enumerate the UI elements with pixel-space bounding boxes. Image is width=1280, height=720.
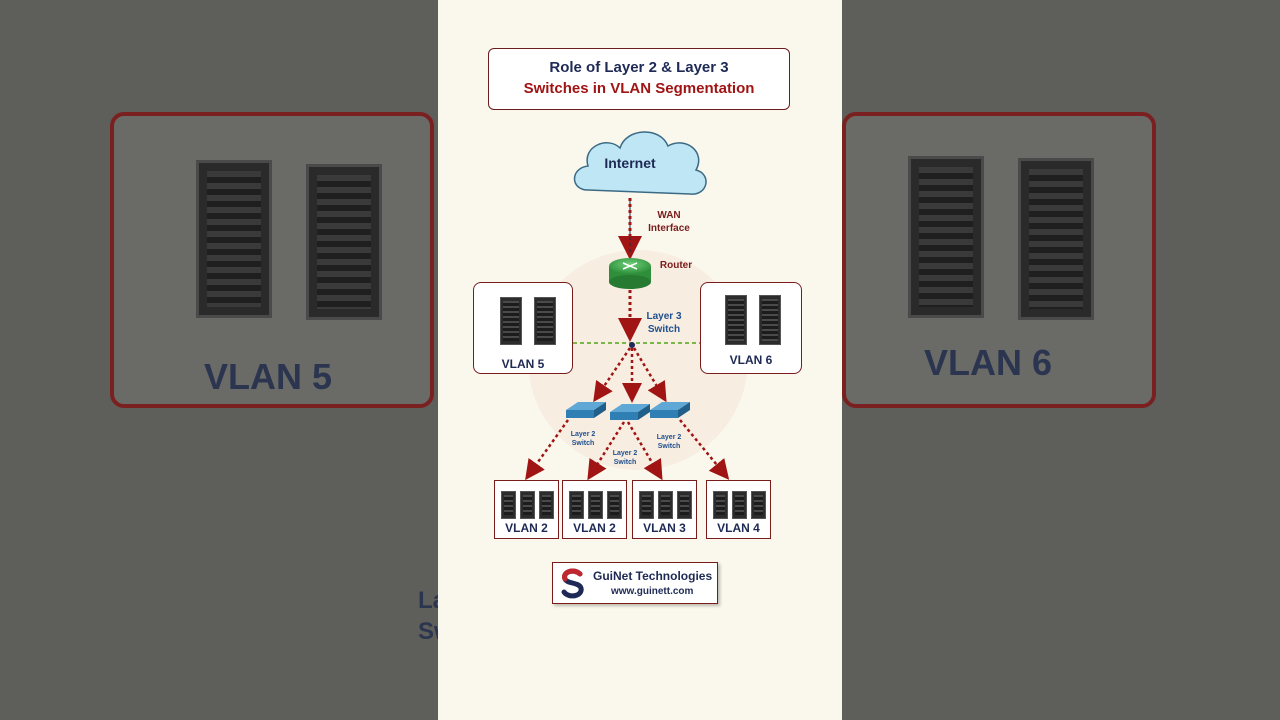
server-rack-icon	[534, 297, 556, 345]
bg-vlan5-panel: VLAN 5	[110, 112, 434, 408]
router-label: Router	[659, 260, 693, 271]
bg-vlan5-label: VLAN 5	[204, 356, 333, 397]
layer3-switch-label: Layer 3 Switch	[646, 311, 682, 335]
bg-vlan6-label: VLAN 6	[924, 342, 1053, 383]
brand-name-a: GuiNet	[593, 569, 633, 583]
vlan6-label: VLAN 6	[729, 353, 773, 367]
switch-icon	[566, 402, 606, 418]
server-rack-icon	[520, 491, 535, 519]
title-line-1: Role of Layer 2 & Layer 3	[549, 59, 729, 76]
bg-server-rack-icon	[196, 160, 272, 318]
bg-server-rack-icon	[306, 164, 382, 320]
background-left: VLAN 5 La Sw	[0, 0, 438, 720]
cloud-icon	[573, 131, 707, 195]
vlan5-box: VLAN 5	[473, 282, 573, 374]
server-rack-icon	[500, 297, 522, 345]
brand-url[interactable]: www.guinett.com	[611, 586, 694, 597]
bg-server-rack-icon	[1018, 158, 1094, 320]
server-rack-icon	[607, 491, 622, 519]
bg-vlan6-panel: VLAN 6	[842, 112, 1156, 408]
vlan3-box: VLAN 3	[632, 480, 697, 539]
l2-to-vlan4	[679, 419, 730, 480]
server-rack-icon	[725, 295, 747, 345]
bg-server-rack-icon	[908, 156, 984, 318]
server-rack-icon	[713, 491, 728, 519]
switch-icon	[610, 404, 650, 420]
vlan2-box-a: VLAN 2	[494, 480, 559, 539]
background-right: VLAN 6	[842, 0, 1280, 720]
server-rack-icon	[751, 491, 766, 519]
vlan-label: VLAN 2	[573, 521, 616, 535]
vlan-label: VLAN 3	[643, 521, 686, 535]
layer2-switch-label-c: Layer 2 Switch	[656, 434, 682, 450]
bg-partial-label: La Sw	[418, 587, 438, 646]
brand-name-b: Technologies	[632, 569, 713, 583]
server-rack-icon	[677, 491, 692, 519]
infographic: Role of Layer 2 & Layer 3 Switches in VL…	[438, 0, 842, 720]
server-rack-icon	[639, 491, 654, 519]
vlan2-box-b: VLAN 2	[562, 480, 627, 539]
l3-to-l2-c	[632, 347, 667, 403]
l3-to-l2-a	[593, 347, 632, 403]
server-rack-icon	[759, 295, 781, 345]
layer2-switch-label-b: Layer 2 Switch	[612, 450, 638, 466]
server-rack-icon	[501, 491, 516, 519]
network-diagram	[506, 131, 748, 481]
vlan-label: VLAN 2	[505, 521, 548, 535]
title-box: Role of Layer 2 & Layer 3 Switches in VL…	[488, 48, 790, 110]
switch-icon	[650, 402, 690, 418]
l2-to-vlan3	[626, 421, 663, 481]
brand-name: GuiNet Technologies	[593, 569, 712, 583]
l2-to-vlan2b	[587, 421, 626, 481]
server-rack-icon	[658, 491, 673, 519]
server-rack-icon	[539, 491, 554, 519]
guinet-logo-icon	[558, 568, 588, 599]
server-rack-icon	[732, 491, 747, 519]
wan-interface-label: WAN Interface	[648, 210, 690, 234]
internet-label: Internet	[604, 155, 656, 171]
title-line-2: Switches in VLAN Segmentation	[523, 80, 755, 97]
vlan4-box: VLAN 4	[706, 480, 771, 539]
vlan-label: VLAN 4	[717, 521, 760, 535]
server-rack-icon	[569, 491, 584, 519]
layer2-switch-label-a: Layer 2 Switch	[570, 431, 596, 447]
server-rack-icon	[588, 491, 603, 519]
vlan5-label: VLAN 5	[501, 357, 545, 371]
brand-box[interactable]: GuiNet Technologies www.guinett.com	[552, 562, 718, 604]
router-icon	[609, 258, 651, 289]
vlan6-box: VLAN 6	[700, 282, 802, 374]
